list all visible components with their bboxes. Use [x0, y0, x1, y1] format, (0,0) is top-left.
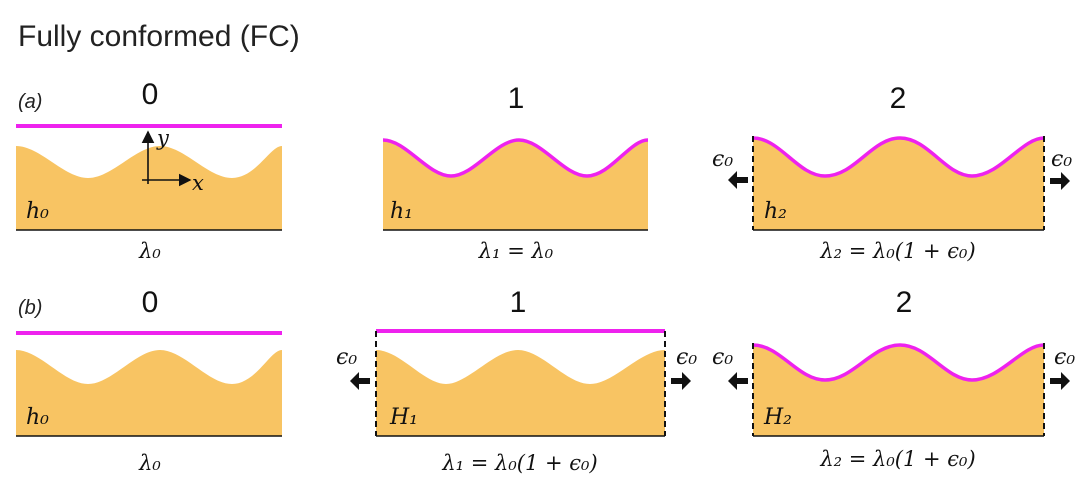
- caption-a1: λ₁ = λ₀: [478, 239, 554, 263]
- strain-arrow-left-b2: [728, 372, 748, 390]
- height-label-a0: h₀: [26, 199, 49, 224]
- panel-number-b2: 2: [896, 286, 913, 319]
- caption-b0: λ₀: [138, 451, 161, 475]
- strain-label-right-b2: ϵ₀: [1054, 345, 1075, 370]
- panel-a0: y x h₀ λ₀: [16, 124, 282, 263]
- panel-b2: ϵ₀ ϵ₀ H₂ λ₂ = λ₀(1 + ϵ₀): [712, 343, 1075, 471]
- strain-label-left-b2: ϵ₀: [712, 345, 733, 370]
- figure-title: Fully conformed (FC): [18, 20, 300, 53]
- caption-a0: λ₀: [138, 239, 161, 263]
- film-wavy-a1: [382, 138, 649, 178]
- substrate-a1: [383, 140, 648, 230]
- row-label-b: (b): [18, 297, 42, 319]
- strain-arrow-left-b1: [350, 372, 370, 390]
- panel-number-a1: 1: [508, 82, 525, 115]
- substrate-a2: [753, 138, 1044, 230]
- strain-arrow-right-b1: [671, 372, 691, 390]
- row-label-a: (a): [18, 91, 42, 113]
- panel-a1: h₁ λ₁ = λ₀: [382, 138, 649, 263]
- axis-y-label: y: [156, 126, 170, 150]
- height-label-a2: h₂: [764, 199, 787, 224]
- axis-x-label: x: [192, 171, 204, 195]
- panel-number-b0: 0: [142, 286, 159, 319]
- height-label-b2: H₂: [763, 405, 792, 430]
- height-label-a1: h₁: [390, 199, 413, 224]
- substrate-b1: [376, 350, 665, 436]
- caption-a2: λ₂ = λ₀(1 + ϵ₀): [819, 239, 975, 263]
- height-label-b1: H₁: [389, 405, 418, 430]
- panel-a2: ϵ₀ ϵ₀ h₂ λ₂ = λ₀(1 + ϵ₀): [712, 136, 1072, 263]
- panel-number-b1: 1: [510, 286, 527, 319]
- strain-label-left-b1: ϵ₀: [336, 345, 357, 370]
- strain-arrow-right-a2: [1050, 172, 1070, 190]
- strain-label-right-b1: ϵ₀: [676, 345, 697, 370]
- caption-b1: λ₁ = λ₀(1 + ϵ₀): [441, 451, 597, 475]
- film-wavy-a2: [752, 136, 1045, 178]
- strain-arrow-right-b2: [1050, 372, 1070, 390]
- panel-number-a2: 2: [890, 82, 907, 115]
- panel-number-a0: 0: [142, 78, 159, 111]
- panel-b1: ϵ₀ ϵ₀ H₁ λ₁ = λ₀(1 + ϵ₀): [336, 329, 697, 475]
- substrate-b0: [16, 350, 282, 436]
- substrate-a0: [16, 146, 282, 230]
- panel-b0: h₀ λ₀: [16, 331, 282, 475]
- film-wavy-b2: [752, 343, 1045, 382]
- strain-arrow-left-a2: [728, 171, 748, 189]
- strain-label-left-a2: ϵ₀: [712, 147, 733, 172]
- substrate-b2: [753, 345, 1044, 436]
- caption-b2: λ₂ = λ₀(1 + ϵ₀): [819, 447, 975, 471]
- strain-label-right-a2: ϵ₀: [1051, 147, 1072, 172]
- height-label-b0: h₀: [26, 405, 49, 430]
